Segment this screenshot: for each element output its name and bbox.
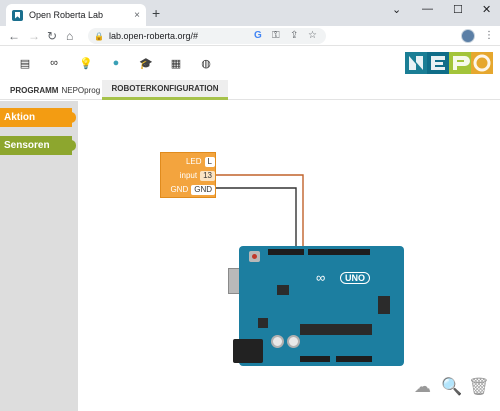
- tab-robot-configuration[interactable]: ROBOTERKONFIGURATION: [102, 80, 228, 100]
- tutorial-icon[interactable]: ▦: [170, 57, 182, 70]
- led-block-input-row: input 13: [161, 169, 217, 182]
- connection-icon[interactable]: ∞: [50, 57, 58, 69]
- bookmark-star-icon[interactable]: ☆: [308, 30, 317, 41]
- back-icon[interactable]: ←: [8, 29, 20, 43]
- tab-program-label: PROGRAMM: [10, 85, 59, 95]
- tab-program[interactable]: PROGRAMM NEPOprog: [0, 80, 100, 100]
- pin-header-top-left: [268, 249, 304, 255]
- led-block-title: LED: [185, 157, 202, 166]
- led-block-title-row: LED L: [161, 155, 217, 168]
- sensoren-notch: [70, 140, 76, 151]
- reset-button-icon: [249, 251, 260, 262]
- profile-avatar[interactable]: [461, 29, 475, 43]
- power-jack: [233, 339, 263, 363]
- board-component: [277, 285, 289, 295]
- sensoren-label: Sensoren: [4, 140, 50, 151]
- language-globe-icon[interactable]: ◍: [201, 57, 211, 70]
- close-window-button[interactable]: ✕: [482, 4, 492, 16]
- minimize-button[interactable]: —: [422, 3, 433, 15]
- google-icon[interactable]: G: [254, 30, 262, 41]
- program-list-icon[interactable]: ▤: [19, 57, 31, 70]
- led-name-field[interactable]: L: [204, 156, 215, 167]
- led-input-pin-dropdown[interactable]: 13: [200, 170, 215, 181]
- led-gnd-label: GND: [170, 185, 189, 194]
- browser-toolbar: ← → ↻ ⌂ 🔒 lab.open-roberta.org/# G ⚿ ⇪ ☆…: [0, 26, 500, 46]
- aktion-notch: [70, 112, 76, 123]
- led-block-gnd-row: GND GND: [161, 183, 217, 196]
- roberta-favicon-icon: [12, 9, 23, 21]
- voltage-regulator: [258, 318, 268, 328]
- share-icon[interactable]: ⇪: [290, 30, 299, 41]
- gnd-wire: [216, 187, 297, 250]
- lock-icon[interactable]: 🔒: [94, 31, 104, 41]
- nepo-logo: [405, 52, 493, 74]
- help-bulb-icon[interactable]: 💡: [79, 57, 93, 70]
- app-tabs: PROGRAMM NEPOprog ROBOTERKONFIGURATION: [0, 80, 500, 100]
- tab-close-icon[interactable]: ×: [134, 9, 140, 21]
- tab-title: Open Roberta Lab: [29, 10, 104, 20]
- trash-icon[interactable]: 🗑: [468, 377, 490, 396]
- new-tab-button[interactable]: +: [152, 5, 161, 21]
- pin-header-top-right: [308, 249, 370, 255]
- zoom-reset-icon[interactable]: 🔍: [441, 377, 463, 396]
- toolbox-category-sensoren[interactable]: Sensoren: [0, 136, 76, 155]
- reload-icon[interactable]: ↻: [47, 29, 58, 43]
- gallery-icon[interactable]: 🎓: [139, 57, 153, 70]
- pin-header-bottom-left: [300, 356, 330, 362]
- key-icon[interactable]: ⚿: [272, 30, 280, 41]
- led-gnd-field[interactable]: GND: [191, 184, 215, 195]
- user-icon[interactable]: ●: [112, 57, 120, 69]
- tab-program-name: NEPOprog: [61, 85, 101, 95]
- address-bar[interactable]: 🔒 lab.open-roberta.org/#: [88, 28, 326, 44]
- arduino-board: [239, 246, 404, 366]
- input-wire: [216, 174, 304, 250]
- forward-icon[interactable]: →: [28, 29, 40, 43]
- upload-cloud-icon[interactable]: ☁: [414, 377, 431, 396]
- home-icon[interactable]: ⌂: [66, 29, 74, 43]
- maximize-button[interactable]: ☐: [453, 4, 463, 16]
- arduino-logo-icon: ∞: [316, 270, 326, 285]
- browser-tab[interactable]: Open Roberta Lab ×: [6, 4, 146, 26]
- led-block[interactable]: LED L input 13 GND GND: [160, 152, 216, 198]
- browser-menu-icon[interactable]: ⋮: [484, 30, 494, 41]
- tab-list-icon[interactable]: ⌄: [392, 4, 402, 16]
- url-text[interactable]: lab.open-roberta.org/#: [108, 31, 199, 41]
- microcontroller-chip: [300, 324, 372, 335]
- uno-label: UNO: [340, 272, 370, 284]
- browser-tabstrip: Open Roberta Lab × + ⌄ — ☐ ✕: [0, 0, 500, 26]
- pin-header-bottom-right: [336, 356, 372, 362]
- aktion-label: Aktion: [4, 112, 36, 123]
- icsp-header: [378, 296, 390, 314]
- capacitor-right: [287, 335, 300, 348]
- toolbox-category-aktion[interactable]: Aktion: [0, 108, 76, 127]
- capacitor-left: [271, 335, 284, 348]
- led-input-label: input: [179, 171, 198, 180]
